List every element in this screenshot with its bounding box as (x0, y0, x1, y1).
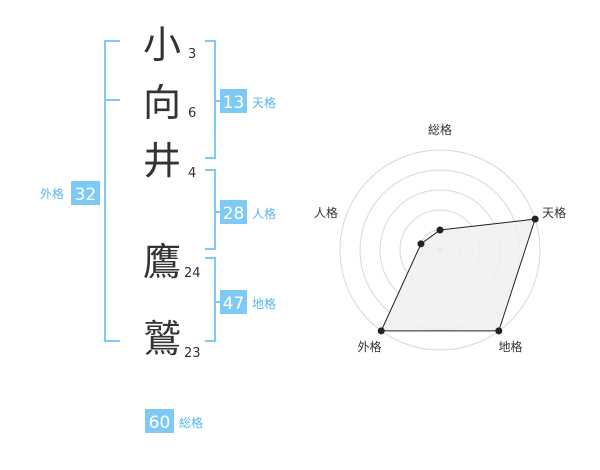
radar-point-2 (531, 215, 539, 223)
soukaku-box (145, 409, 174, 433)
stroke-count-1: 3 (188, 47, 196, 62)
gaikaku-label: 外格 (40, 186, 64, 201)
chikaku-value: 47 (223, 294, 245, 314)
name-char-2: 向 (143, 81, 181, 125)
radar-axis-label-3: 地格 (499, 339, 523, 354)
chikaku-bracket (205, 257, 220, 342)
gaikaku-box (71, 181, 100, 205)
tenkaku-box (220, 89, 247, 113)
radar-axis-label-1: 総格 (428, 122, 452, 137)
chikaku-label: 地格 (252, 296, 276, 311)
radar-axis-label-5: 人格 (314, 205, 338, 220)
stroke-count-3: 4 (188, 166, 196, 181)
radar-point-5 (417, 240, 425, 248)
jinkaku-value: 28 (223, 204, 245, 224)
radar-point-3 (495, 327, 503, 335)
stroke-count-2: 6 (188, 106, 196, 121)
radar-axis-label-4: 外格 (357, 339, 381, 354)
tenkaku-label: 天格 (252, 95, 276, 110)
radar-series-area (380, 218, 536, 332)
soukaku-value: 60 (149, 413, 171, 433)
tenkaku-bracket (205, 40, 220, 159)
name-char-5: 鷲 (143, 317, 181, 361)
soukaku-label: 総格 (179, 415, 203, 430)
radar-axis-label-2: 天格 (542, 205, 566, 220)
gaikaku-value: 32 (75, 185, 97, 205)
name-char-1: 小 (143, 23, 181, 67)
jinkaku-box (220, 200, 247, 224)
radar-point-1 (436, 226, 444, 234)
name-char-3: 井 (143, 139, 181, 183)
name-char-4: 鷹 (143, 240, 181, 284)
jinkaku-label: 人格 (252, 206, 276, 221)
radar-ring (339, 149, 541, 351)
chikaku-box (220, 290, 247, 314)
stroke-count-4: 24 (184, 266, 201, 281)
radar-point-4 (377, 327, 385, 335)
stroke-count-5: 23 (184, 346, 201, 361)
gaikaku-bracket (104, 40, 120, 342)
jinkaku-bracket (205, 169, 220, 250)
tenkaku-value: 13 (223, 93, 245, 113)
